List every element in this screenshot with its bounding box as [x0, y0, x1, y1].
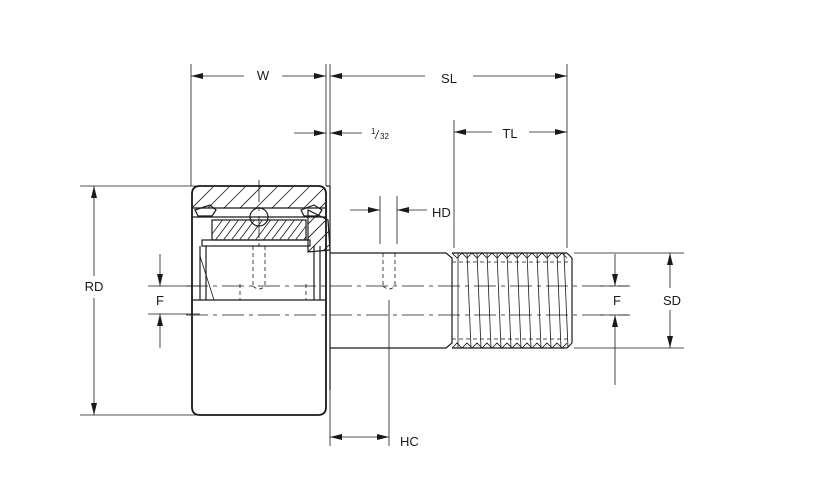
dimension-sl: SL — [330, 71, 567, 86]
label-f-right: F — [613, 293, 621, 308]
stud-head — [199, 246, 321, 301]
dimension-f-right: F — [600, 254, 628, 385]
label-hd: HD — [432, 205, 451, 220]
stud-shank — [330, 252, 453, 349]
label-f-left: F — [156, 293, 164, 308]
dimension-w: W — [191, 68, 326, 83]
label-rd: RD — [85, 279, 104, 294]
dimension-tl: TL — [454, 126, 567, 141]
label-sd: SD — [663, 293, 681, 308]
extension-lines — [80, 64, 684, 446]
label-tl: TL — [502, 126, 517, 141]
needle-cage — [201, 219, 311, 247]
thread — [451, 252, 573, 349]
label-clearance-numerator: 1 — [371, 127, 376, 136]
outer-ring — [191, 185, 327, 416]
dimension-hd: HD — [350, 205, 451, 220]
dimension-sd: SD — [663, 253, 681, 348]
center-lines — [186, 180, 630, 316]
label-sl: SL — [441, 71, 457, 86]
dimension-hc: HC — [330, 434, 419, 449]
dimension-rd: RD — [85, 186, 104, 415]
label-clearance-denominator: 32 — [380, 132, 389, 141]
label-hc: HC — [400, 434, 419, 449]
dimension-clearance: 1 32 — [294, 127, 389, 141]
label-w: W — [257, 68, 270, 83]
